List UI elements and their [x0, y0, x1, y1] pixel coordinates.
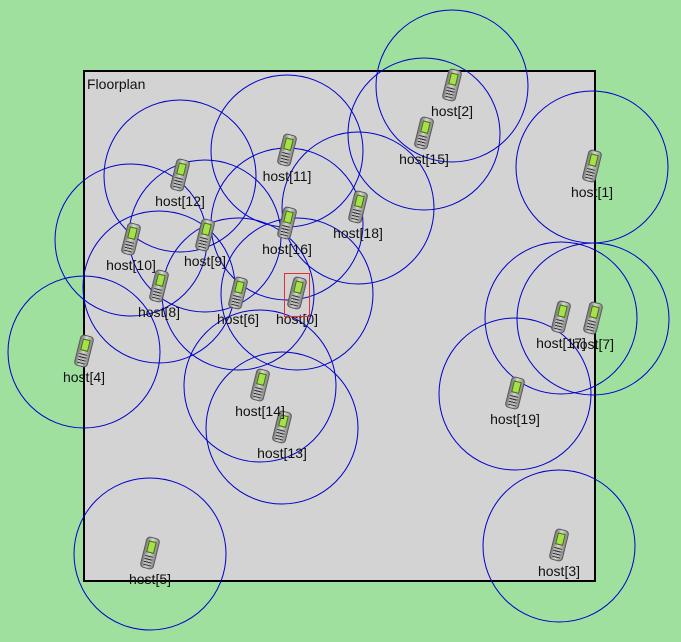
mobile-phone-icon [148, 268, 170, 304]
mobile-phone-icon [441, 67, 463, 103]
range-circle [281, 131, 435, 285]
host-node[interactable]: host[13] [242, 409, 322, 461]
host-label: host[15] [399, 151, 449, 167]
host-node[interactable]: host[3] [519, 527, 599, 579]
host-node[interactable]: host[5] [110, 535, 190, 587]
mobile-phone-icon [347, 189, 369, 225]
host-label: host[19] [490, 411, 540, 427]
mobile-phone-icon [276, 205, 298, 241]
host-label: host[5] [128, 571, 172, 587]
floorplan-label: Floorplan [87, 76, 146, 92]
host-node[interactable]: host[17] [521, 299, 601, 351]
host-label: host[9] [183, 253, 227, 269]
host-label: host[0] [275, 311, 319, 327]
mobile-phone-icon [73, 333, 95, 369]
range-circle [220, 217, 374, 371]
range-circle [484, 241, 638, 395]
selection-box [284, 273, 310, 317]
host-label: host[11] [262, 168, 312, 184]
range-circle [482, 469, 636, 623]
mobile-phone-icon [504, 375, 526, 411]
host-node[interactable]: host[18] [318, 189, 398, 241]
host-label: host[7] [571, 336, 615, 352]
host-node[interactable]: host[14] [220, 367, 300, 419]
mobile-phone-icon [194, 217, 216, 253]
range-circle [73, 477, 227, 631]
mobile-phone-icon [120, 221, 142, 257]
host-label: host[2] [430, 103, 474, 119]
range-circle [347, 57, 501, 211]
host-label: host[16] [262, 241, 312, 257]
host-label: host[10] [106, 257, 156, 273]
range-circle [438, 317, 592, 471]
host-node[interactable]: host[7] [553, 300, 633, 352]
host-label: host[14] [235, 403, 285, 419]
range-circle [183, 309, 337, 463]
host-node[interactable]: host[9] [165, 217, 245, 269]
host-node[interactable]: host[4] [44, 333, 124, 385]
host-node[interactable]: host[0] [257, 273, 337, 327]
mobile-phone-icon [413, 115, 435, 151]
mobile-phone-icon [227, 275, 249, 311]
host-node[interactable]: host[12] [140, 157, 220, 209]
mobile-phone-icon [169, 157, 191, 193]
mobile-phone-icon [550, 299, 572, 335]
range-circle [103, 99, 257, 253]
range-circle [375, 9, 529, 163]
host-label: host[17] [536, 335, 586, 351]
host-label: host[4] [62, 369, 106, 385]
mobile-phone-icon [249, 367, 271, 403]
host-label: host[1] [570, 184, 614, 200]
mobile-phone-icon [276, 132, 298, 168]
host-node[interactable]: host[16] [247, 205, 327, 257]
host-node[interactable]: host[8] [119, 268, 199, 320]
host-node[interactable]: host[19] [475, 375, 555, 427]
mobile-phone-icon [548, 527, 570, 563]
host-node[interactable]: host[15] [384, 115, 464, 167]
host-node[interactable]: host[1] [552, 148, 632, 200]
host-label: host[12] [155, 193, 205, 209]
host-label: host[18] [333, 225, 383, 241]
host-node[interactable]: host[10] [91, 221, 171, 273]
host-node[interactable]: host[6] [198, 275, 278, 327]
mobile-phone-icon [139, 535, 161, 571]
range-circle [205, 351, 359, 505]
host-label: host[8] [137, 304, 181, 320]
host-label: host[6] [216, 311, 260, 327]
host-label: host[3] [537, 563, 581, 579]
host-node[interactable]: host[2] [412, 67, 492, 119]
range-circle [516, 242, 670, 396]
host-label: host[13] [257, 445, 307, 461]
mobile-phone-icon [581, 148, 603, 184]
host-node[interactable]: host[11] [247, 132, 327, 184]
